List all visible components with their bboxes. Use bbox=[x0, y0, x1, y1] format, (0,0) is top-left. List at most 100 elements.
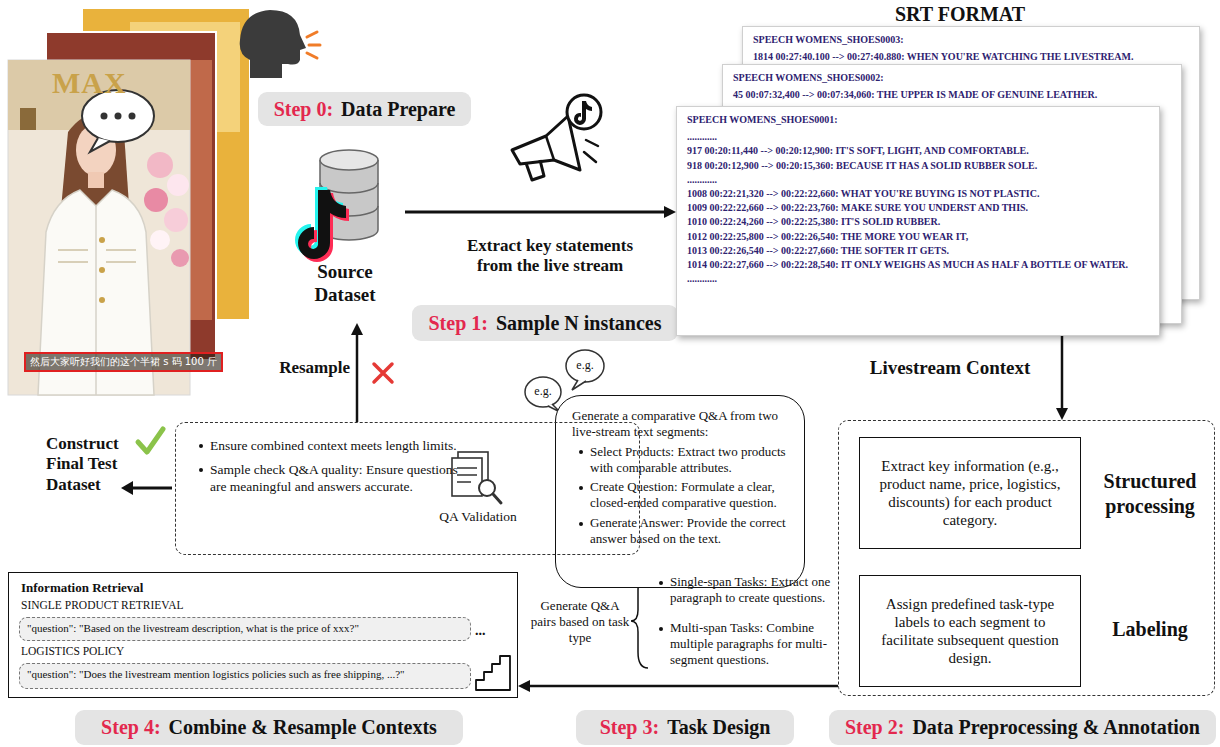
node-text: ............ bbox=[687, 173, 1149, 187]
step-text: Combine & Resample Contexts bbox=[169, 716, 437, 739]
process-box: Assign predefined task-type labels to ea… bbox=[859, 575, 1081, 687]
drawing-part bbox=[457, 468, 477, 482]
step-text: Step 4: bbox=[101, 716, 160, 739]
connector-line bbox=[1061, 336, 1064, 409]
note-text: Generate Q&A pairs based on task type bbox=[530, 598, 630, 646]
cross-mark bbox=[374, 364, 392, 382]
arrow-head bbox=[351, 323, 363, 335]
question-box: "question": "Does the livestream mention… bbox=[19, 663, 471, 689]
connector-line bbox=[529, 685, 838, 688]
outcome-text: Construct Final Test Dataset bbox=[46, 434, 138, 495]
megaphone-icon bbox=[512, 95, 601, 180]
node-text: Select Products: Extract two products wi… bbox=[578, 444, 790, 476]
process-box: Extract key information (e.g., product n… bbox=[859, 437, 1081, 549]
node-text: 1010 00:22:24,260 --> 00:22:25,380: IT'S… bbox=[687, 215, 1149, 229]
node-text: Generate a comparative Q&A from two live… bbox=[572, 408, 790, 440]
drawing-part bbox=[307, 32, 320, 58]
node-text: Sample check Q&A quality: Ensure questio… bbox=[198, 461, 462, 496]
step-text: Data Preprocessing & Annotation bbox=[912, 716, 1200, 739]
edge-label: Extract key statements from the live str… bbox=[448, 236, 652, 277]
curly-brace bbox=[631, 574, 648, 668]
bubble-text: e.g. bbox=[572, 358, 598, 373]
connector bbox=[1056, 336, 1068, 420]
node-text: Source Dataset bbox=[293, 261, 397, 307]
drawing-part bbox=[167, 174, 189, 196]
drawing-part bbox=[374, 364, 392, 382]
prompt-box: Generate a comparative Q&A from two live… bbox=[555, 395, 805, 588]
speech-bubble bbox=[82, 90, 154, 152]
connector bbox=[351, 323, 363, 422]
node-text: Information Retrieval bbox=[21, 580, 321, 596]
drawing-part bbox=[512, 116, 580, 170]
drawing-part bbox=[129, 113, 136, 120]
example-box: Information RetrievalSINGLE PRODUCT RETR… bbox=[8, 572, 518, 698]
drawing-part bbox=[138, 429, 163, 452]
dataset-node: Source Dataset bbox=[285, 145, 405, 323]
photo-text: MAX bbox=[52, 66, 127, 100]
node-text: ............ bbox=[687, 272, 1149, 286]
connector-line bbox=[356, 334, 359, 422]
bubble-text: e.g. bbox=[530, 384, 556, 399]
node-text: SPEECH WOMENS_SHOES0001: bbox=[687, 113, 1149, 127]
drawing-part bbox=[320, 150, 378, 170]
node-text: 1014 00:22:27,660 --> 00:22:28,540: IT O… bbox=[687, 258, 1149, 272]
arrow-head bbox=[518, 680, 530, 692]
node-text: SPEECH WOMENS_SHOES0002: bbox=[733, 71, 1171, 85]
drawing-part bbox=[144, 188, 168, 212]
step-pill: Step 4: Combine & Resample Contexts bbox=[75, 710, 463, 745]
step-text: Task Design bbox=[667, 716, 770, 739]
drawing-part bbox=[526, 160, 544, 180]
section-caption: Livestream Context bbox=[850, 357, 1050, 379]
node-text: ... bbox=[475, 623, 505, 639]
connector bbox=[518, 680, 838, 692]
drawing-part bbox=[631, 574, 648, 668]
drawing-part bbox=[572, 380, 586, 390]
final-arrow bbox=[121, 481, 172, 495]
drawing-part bbox=[99, 237, 105, 243]
dashed-panel: Structured processingLabelingExtract key… bbox=[838, 420, 1215, 696]
task-bullet: Multi-span Tasks: Combine multiple parag… bbox=[658, 620, 850, 668]
step-pill: Step 3: Task Design bbox=[576, 710, 794, 745]
node-text: 1814 00:27:40.100 --> 00:27:40.880: WHEN… bbox=[753, 50, 1189, 64]
step-text: Step 3: bbox=[600, 716, 659, 739]
drawing-part bbox=[171, 249, 189, 267]
drawing-part bbox=[150, 230, 170, 250]
transcript-card: SPEECH WOMENS_SHOES0001:............917 … bbox=[676, 106, 1160, 336]
step-pill: Step 1: Sample N instances bbox=[412, 305, 677, 341]
drawing-part bbox=[298, 190, 346, 259]
node-text: Ensure combined context meets length lim… bbox=[198, 437, 462, 454]
step-pill: Step 0:Data Prepare bbox=[258, 92, 472, 126]
subtitle-text: 然后大家听好我们的这个半裙 s 码 100 斤 bbox=[24, 352, 223, 372]
question-box: "question": "Based on the livestream des… bbox=[19, 617, 471, 641]
drawing-part bbox=[584, 140, 598, 162]
node-text: 1012 00:22:25,800 --> 00:22:26,540: THE … bbox=[687, 230, 1149, 244]
step-text: Step 2: bbox=[845, 716, 904, 739]
qa-validation-icon bbox=[452, 452, 501, 503]
drawing-part bbox=[20, 108, 36, 130]
drawing-part bbox=[567, 95, 601, 129]
node-text: 45 00:07:32,400 --> 00:07:34,060: THE UP… bbox=[733, 88, 1171, 102]
drawing-part bbox=[90, 138, 110, 152]
node-text: Assign predefined task-type labels to ea… bbox=[868, 595, 1072, 667]
node-text: 1008 00:22:21,320 --> 00:22:22,660: WHAT… bbox=[687, 187, 1149, 201]
step-text: Step 1: bbox=[428, 312, 487, 335]
check-mark bbox=[138, 429, 163, 452]
drawing-part bbox=[8, 60, 190, 395]
edge-label: Resample bbox=[256, 358, 352, 378]
connector-line bbox=[405, 211, 665, 214]
step-pill: Step 2: Data Preprocessing & Annotation bbox=[829, 710, 1216, 745]
drawing-part bbox=[101, 113, 108, 120]
node-text: Labeling bbox=[1089, 617, 1211, 642]
dashed-panel: Ensure combined context meets length lim… bbox=[175, 422, 640, 555]
task-bullet: Single-span Tasks: Extract one paragraph… bbox=[658, 574, 850, 606]
step-text: Sample N instances bbox=[496, 312, 662, 335]
livestream-screenshots bbox=[8, 8, 250, 395]
drawing-part bbox=[88, 172, 104, 188]
node-text: 1009 00:22:22,660 --> 00:22:23,760: MAKE… bbox=[687, 201, 1149, 215]
drawing-part bbox=[147, 152, 173, 178]
node-text: 1013 00:22:26,540 --> 00:22:27,660: THE … bbox=[687, 244, 1149, 258]
step-text: Step 0: bbox=[274, 98, 333, 121]
node-text: SINGLE PRODUCT RETRIEVAL bbox=[21, 599, 321, 611]
staircase-icon bbox=[476, 656, 510, 690]
